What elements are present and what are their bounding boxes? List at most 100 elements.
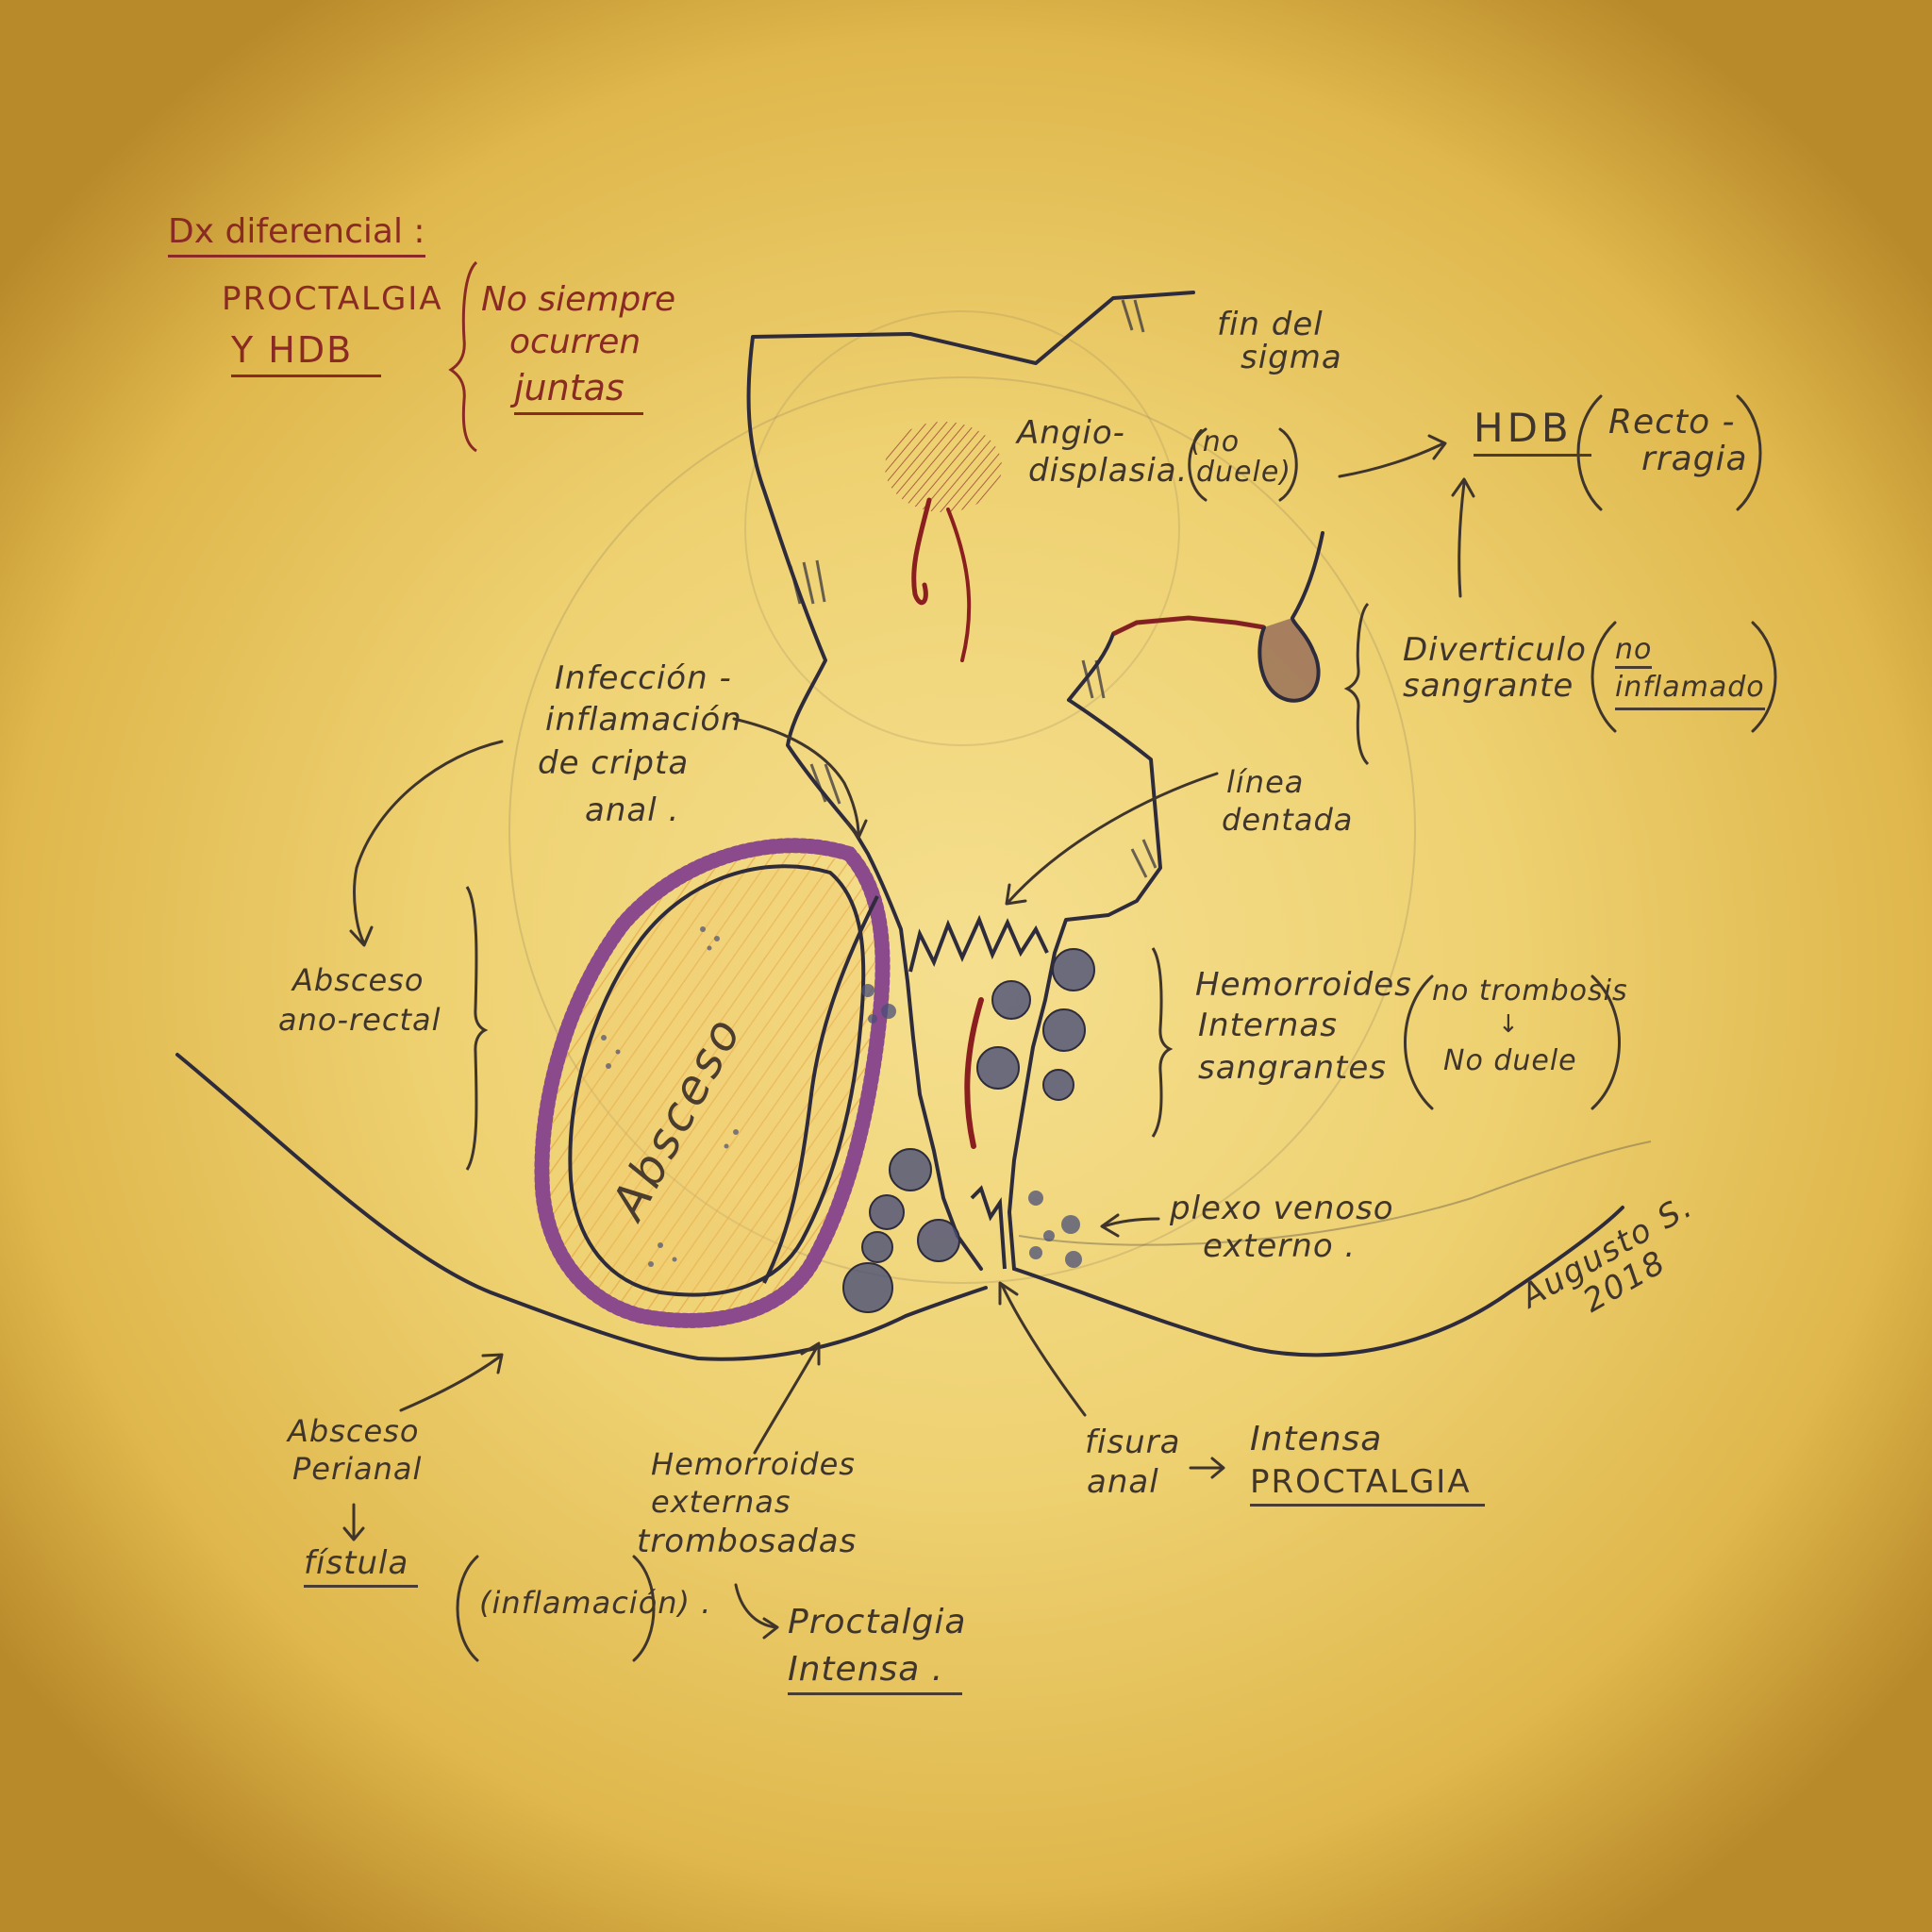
internal-hemorrhoids: [976, 948, 1095, 1101]
header-title: Dx diferencial :: [168, 212, 425, 258]
ext-hemorrhoid-4: [861, 1231, 893, 1263]
arrow-no-duele-to-hdb: [1338, 441, 1445, 478]
abscess-outer-ring: [534, 838, 891, 1328]
arrow-perianal: [399, 1355, 502, 1412]
label-cripta-3: de cripta: [538, 744, 690, 782]
int-hemorrhoid-2: [991, 980, 1031, 1020]
label-hem-internas-2: Internas: [1198, 1007, 1338, 1044]
anal-fissure: [970, 1185, 1007, 1270]
label-diverticulo-2: sangrante: [1403, 667, 1574, 705]
label-fin-sigma-1: fin del: [1217, 306, 1324, 343]
right-buttock-outline: [1012, 1206, 1624, 1357]
label-rectorragia-1: Recto -: [1608, 403, 1736, 441]
label-linea-1: línea: [1226, 764, 1305, 800]
label-fistula: fístula: [304, 1545, 419, 1589]
label-angio-1: Angio-: [1017, 414, 1125, 452]
label-diverticulo-1: Diverticulo: [1403, 631, 1587, 669]
label-hem-externas-3: trombosadas: [637, 1523, 858, 1560]
ext-hemorrhoid-3: [917, 1219, 960, 1262]
label-no-duele-1: (no: [1191, 425, 1241, 458]
label-hem-internas-1: Hemorroides: [1195, 966, 1412, 1004]
header-note-line2: ocurren: [509, 323, 641, 361]
ext-hemorrhoid-1: [889, 1148, 932, 1191]
construction-circle: [508, 376, 1416, 1284]
header-note-line1: No siempre: [481, 280, 676, 319]
abscess-speckles: [601, 926, 739, 1267]
label-proctalgia-intensa-1: Proctalgia: [788, 1603, 967, 1641]
construction-circle-inner: [744, 310, 1180, 746]
label-hem-externas-1: Hemorroides: [651, 1446, 856, 1482]
brace-diverticulo: [1343, 602, 1370, 766]
int-hemorrhoid-5: [1042, 1069, 1074, 1101]
arrow-fisura: [1000, 1283, 1087, 1417]
label-proctalgia-intensa-2: Intensa .: [788, 1650, 963, 1696]
abscess-wall-line: [762, 895, 879, 1284]
label-fin-sigma-2: sigma: [1241, 339, 1342, 376]
bleeding-edge: [1111, 615, 1265, 637]
label-intensa-1: Intensa: [1250, 1420, 1383, 1458]
header-topic-line1: PROCTALGIA: [222, 280, 443, 318]
arrow-diverticulo-to-hdb: [1457, 481, 1466, 598]
label-no-inflamado-2: inflamado: [1615, 672, 1765, 710]
int-hemorrhoid-4: [976, 1046, 1020, 1090]
colon-outline-right: [1008, 698, 1162, 1271]
label-plexo-2: externo .: [1203, 1227, 1357, 1265]
label-absceso-ano-2: ano-rectal: [278, 1002, 441, 1038]
label-cripta-1: Infección -: [555, 659, 732, 697]
label-perianal-2: Perianal: [292, 1451, 423, 1487]
ext-hemorrhoid-2: [869, 1194, 905, 1230]
arrow-linea-dentada: [1008, 772, 1219, 903]
label-plexo-1: plexo venoso: [1170, 1190, 1394, 1227]
diverticulum: [1257, 617, 1321, 703]
brace-header: [448, 260, 478, 453]
blood-drip-1: [911, 497, 932, 606]
ext-hemorrhoid-5: [842, 1262, 893, 1313]
label-hem-externas-2: externas: [651, 1484, 791, 1520]
dentate-line: [908, 914, 1049, 973]
arrow-cripta-to-absceso: [353, 740, 504, 945]
label-perianal-1: Absceso: [288, 1413, 420, 1449]
label-intensa-2: PROCTALGIA: [1250, 1464, 1485, 1507]
label-cripta-4: anal .: [585, 791, 680, 829]
label-absceso-ano-1: Absceso: [292, 962, 425, 998]
label-fisura-1: fisura: [1085, 1424, 1181, 1461]
brace-hemorroides: [1151, 947, 1174, 1138]
header-topic-line2: Y HDB: [231, 330, 382, 377]
left-buttock-outline: [175, 1053, 988, 1361]
arrow-trombosadas-to-proctalgia: [734, 1583, 777, 1629]
label-no-duele-2: duele): [1196, 456, 1292, 489]
arrow-plexo: [1102, 1217, 1160, 1228]
annotation-arrows: [342, 434, 1475, 1640]
label-hem-internas-3: sangrantes: [1198, 1049, 1388, 1087]
label-cripta-2: inflamación: [545, 701, 742, 739]
arrow-hem-externas: [753, 1345, 819, 1455]
external-hemorrhoids: [842, 1148, 960, 1313]
colon-right-wall: [1067, 615, 1266, 702]
abscess-inner: [568, 864, 866, 1297]
label-no-trombosis-arrow: ↓: [1498, 1010, 1520, 1039]
arrow-cripta-to-crypt: [732, 717, 860, 837]
parentheses: [456, 394, 1777, 1662]
colon-right-upper: [1291, 531, 1324, 620]
colon-outline: [746, 291, 1195, 1271]
hemorrhoid-blood: [964, 997, 984, 1149]
blood-drip-2: [946, 508, 972, 662]
wall-hatch-marks: [789, 299, 1158, 878]
label-linea-2: dentada: [1222, 802, 1354, 838]
label-angio-2: displasia.: [1028, 452, 1189, 490]
brace-absceso: [465, 886, 489, 1171]
label-no-duele-b: No duele: [1443, 1044, 1577, 1077]
int-hemorrhoid-3: [1042, 1008, 1086, 1052]
angiodysplasia-hatch: [885, 422, 1002, 512]
label-hdb: HDB: [1474, 406, 1591, 458]
int-hemorrhoid-1: [1052, 948, 1095, 991]
label-rectorragia-2: rragia: [1641, 440, 1748, 478]
label-no-inflamado-1: no: [1615, 634, 1653, 669]
label-fisura-2: anal: [1087, 1463, 1159, 1501]
external-plexus-dots: [861, 984, 1082, 1268]
header-note-line3: juntas: [514, 368, 643, 415]
label-no-trombosis: no trombosis: [1432, 974, 1628, 1008]
label-inflamacion: (inflamación) .: [479, 1585, 712, 1621]
